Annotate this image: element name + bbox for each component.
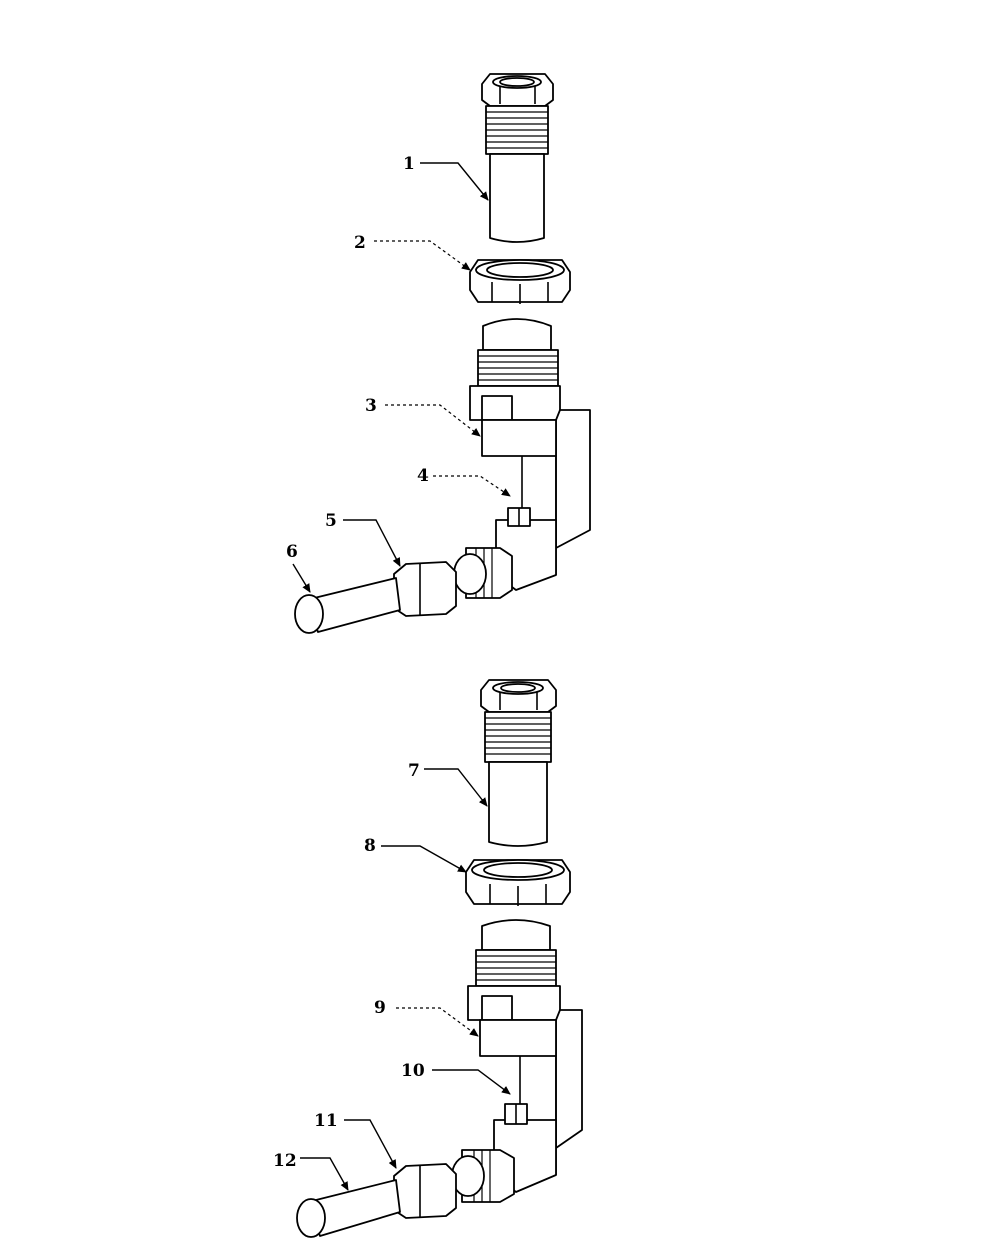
top-assembly (294, 73, 591, 634)
callout-label-9: 9 (374, 998, 386, 1018)
callout-4: 4 (417, 466, 511, 497)
part-12-tube (296, 1179, 401, 1238)
callout-label-10: 10 (401, 1061, 425, 1081)
callout-label-12: 12 (273, 1151, 297, 1171)
callout-9: 9 (374, 998, 479, 1037)
callout-label-6: 6 (286, 542, 298, 562)
part-2-hex-nut (469, 259, 571, 304)
part-3-elbow-body (453, 318, 591, 599)
part-9-elbow-body (451, 919, 583, 1203)
callouts: 1 2 3 4 5 6 7 (273, 154, 511, 1191)
callout-label-1: 1 (403, 154, 415, 174)
callout-11: 11 (314, 1111, 397, 1169)
part-11-compression-nut (393, 1163, 457, 1219)
callout-1: 1 (403, 154, 489, 201)
part-6-tube (294, 577, 401, 634)
callout-10: 10 (401, 1061, 511, 1095)
callout-label-8: 8 (364, 836, 376, 856)
callout-label-4: 4 (417, 466, 429, 486)
callout-12: 12 (273, 1151, 349, 1191)
callout-6: 6 (286, 542, 311, 593)
callout-8: 8 (364, 836, 467, 873)
part-8-hex-nut (465, 859, 571, 906)
callout-label-2: 2 (354, 233, 366, 253)
bottom-assembly (296, 679, 583, 1238)
callout-label-5: 5 (325, 511, 337, 531)
callout-5: 5 (325, 511, 401, 567)
callout-label-3: 3 (365, 396, 377, 416)
part-5-compression-nut (393, 561, 457, 617)
callout-7: 7 (408, 761, 488, 807)
part-1-threaded-tube (481, 73, 554, 243)
callout-3: 3 (365, 396, 481, 437)
callout-label-7: 7 (408, 761, 420, 781)
callout-label-11: 11 (314, 1111, 338, 1131)
callout-2: 2 (354, 233, 471, 271)
part-7-threaded-tube (480, 679, 557, 847)
